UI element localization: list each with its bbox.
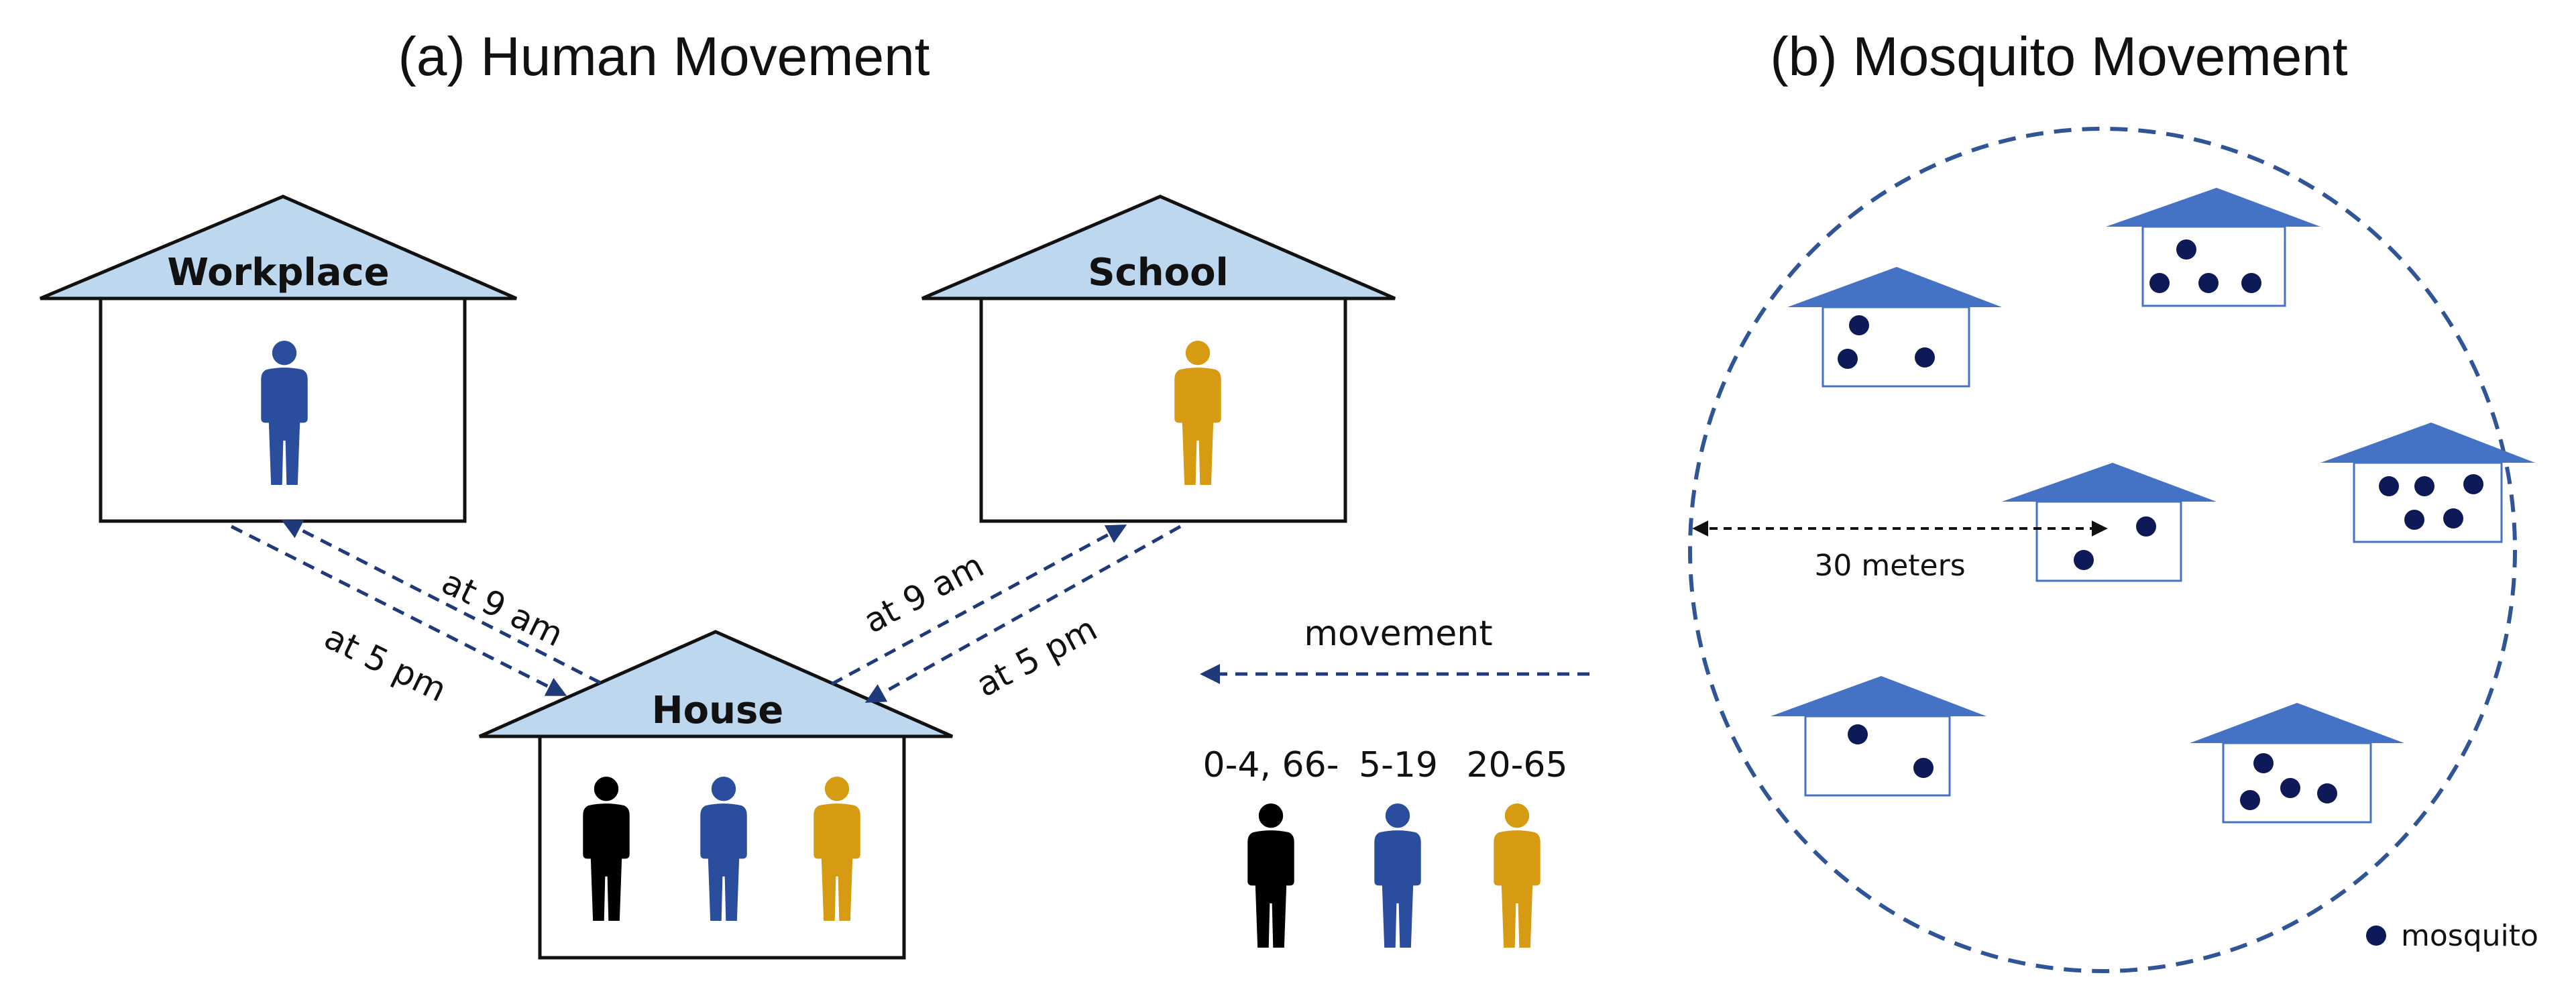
mosquito-dot	[2253, 753, 2274, 773]
person-icon-gold	[1494, 803, 1541, 948]
house-label: House	[652, 689, 784, 732]
mosquito-dot	[2074, 550, 2094, 570]
label-house-to-school: at 9 am	[857, 546, 990, 641]
mosquito-dot	[2149, 273, 2170, 293]
age-group-legend: 0-4, 66- 5-19 20-65	[1203, 745, 1568, 948]
panel-b-title: (b) Mosquito Movement	[1770, 26, 2348, 87]
age-group-label-2: 5-19	[1359, 745, 1438, 785]
mosquito-dot	[2240, 790, 2260, 810]
mosquito-dot	[2198, 273, 2219, 293]
mosquito-house-3	[2002, 463, 2217, 582]
age-group-label-3: 20-65	[1466, 745, 1567, 785]
human-movement-arrows	[230, 520, 1182, 703]
house-building: House	[478, 630, 954, 960]
movement-legend-label: movement	[1304, 614, 1492, 654]
label-workplace-to-house: at 5 pm	[319, 618, 453, 710]
label-school-to-house: at 5 pm	[970, 609, 1103, 704]
school-building: School	[921, 194, 1396, 523]
mosquito-legend: mosquito	[2366, 919, 2538, 953]
mosquito-dot	[1848, 724, 1868, 744]
mosquito-dot	[2176, 239, 2196, 260]
arrow-workplace-to-house	[230, 524, 567, 696]
mosquito-dot	[2414, 476, 2434, 496]
panel-a-title: (a) Human Movement	[398, 26, 930, 87]
workplace-label: Workplace	[167, 251, 389, 294]
mosquito-house-4	[2320, 423, 2535, 543]
mosquito-legend-label: mosquito	[2401, 919, 2538, 953]
mosquito-house-5	[1771, 676, 1986, 797]
mosquito-house-2	[2106, 188, 2320, 307]
mosquito-dot	[2463, 474, 2483, 494]
mosquito-range-circle	[1688, 127, 2517, 973]
mosquito-house-1	[1787, 267, 2002, 388]
mosquito-dot	[1915, 347, 1935, 368]
mosquito-dot	[2317, 783, 2337, 803]
mosquito-dot	[2136, 516, 2156, 537]
mosquito-legend-dot	[2366, 926, 2386, 946]
mosquito-dot	[2280, 778, 2300, 798]
workplace-building: Workplace	[40, 194, 518, 523]
mosquito-dot	[1838, 349, 1858, 369]
mosquito-dot	[1913, 758, 1934, 778]
radius-label: 30 meters	[1814, 549, 1965, 583]
person-icon-black	[1247, 803, 1294, 948]
arrow-house-to-school	[830, 524, 1127, 686]
mosquito-dot	[2241, 273, 2261, 293]
mosquito-dot	[1849, 315, 1869, 335]
mosquito-dot	[2404, 510, 2424, 530]
person-icon-blue	[1374, 803, 1421, 948]
mosquito-house-6	[2190, 703, 2404, 824]
mosquito-dot	[2443, 508, 2463, 528]
age-group-label-1: 0-4, 66-	[1203, 745, 1339, 785]
mosquito-dot	[2379, 476, 2399, 496]
movement-legend: movement	[1200, 614, 1589, 684]
school-label: School	[1088, 251, 1229, 294]
